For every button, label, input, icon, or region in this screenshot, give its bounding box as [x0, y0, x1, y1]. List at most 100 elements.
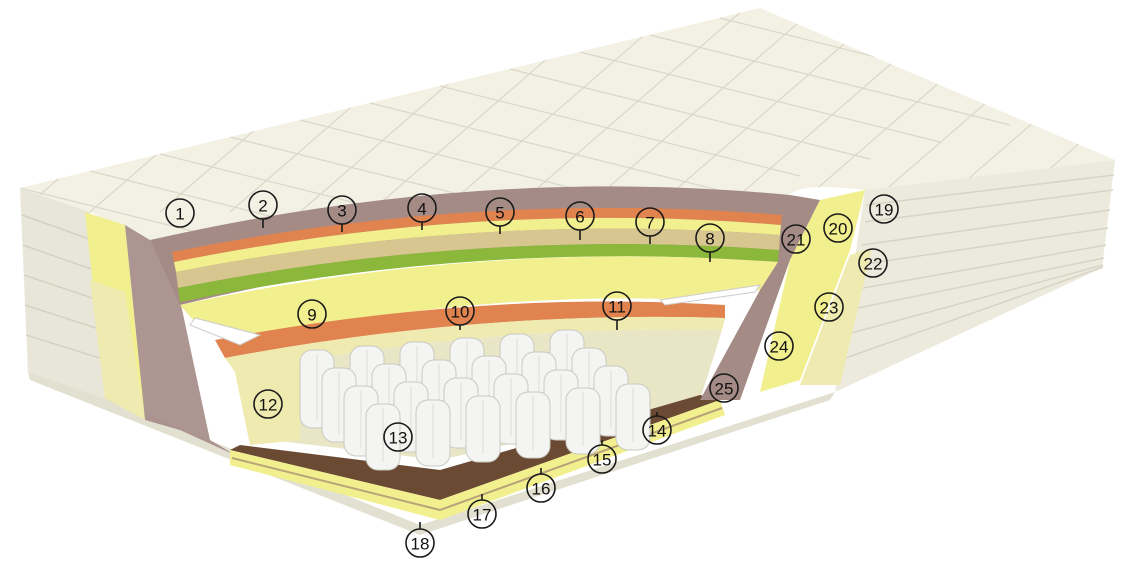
pocket-spring — [515, 391, 551, 459]
pocket-spring — [365, 403, 401, 471]
right-edge-pale — [800, 248, 872, 385]
callout-circle — [823, 213, 853, 243]
right-edge-yellow — [760, 190, 865, 392]
callout-circle — [764, 331, 794, 361]
callout-circle — [858, 248, 888, 278]
upper-layer-yellow — [174, 217, 781, 272]
middle-orange-layer — [215, 301, 725, 358]
mattress-top-surface — [20, 8, 1115, 240]
callout-number: 14 — [648, 422, 667, 441]
callout-number: 13 — [389, 429, 408, 448]
middle-foam-layer — [180, 256, 778, 340]
callout-13: 13 — [383, 422, 413, 452]
callout-11: 11 — [602, 291, 632, 330]
pocket-spring — [565, 387, 601, 455]
callout-circle — [445, 296, 475, 326]
callout-number: 2 — [258, 197, 267, 216]
upper-layer-green — [178, 244, 779, 302]
topper-left-lip — [189, 317, 262, 346]
callout-25: 25 — [709, 373, 739, 403]
callout-circle — [248, 190, 278, 220]
callout-circle — [467, 499, 497, 529]
callout-circle — [781, 224, 811, 254]
callout-circle — [407, 193, 437, 223]
callout-circle — [814, 292, 844, 322]
callout-number: 12 — [259, 396, 278, 415]
callout-number: 5 — [495, 204, 504, 223]
callout-circle — [565, 201, 595, 231]
bottom-stripe — [231, 457, 441, 511]
callout-number: 25 — [715, 380, 734, 399]
callout-circle — [695, 223, 725, 253]
pocket-spring — [415, 399, 451, 467]
right-edge-coir — [700, 195, 820, 400]
mattress-left-side — [20, 188, 110, 400]
pocket-springs — [299, 329, 651, 471]
callout-number: 8 — [705, 230, 714, 249]
callout-circle — [642, 415, 672, 445]
upper-layer-latex — [176, 228, 780, 288]
pocket-spring — [615, 383, 651, 451]
callout-22: 22 — [858, 248, 888, 278]
callout-circle — [297, 299, 327, 329]
pocket-spring — [465, 395, 501, 463]
callout-circle — [869, 194, 899, 224]
callout-9: 9 — [297, 299, 327, 329]
callout-8: 8 — [695, 223, 725, 262]
callout-number: 4 — [417, 200, 426, 219]
callout-10: 10 — [445, 296, 475, 330]
callout-number: 15 — [593, 451, 612, 470]
callout-6: 6 — [565, 201, 595, 240]
callout-18: 18 — [405, 522, 435, 558]
callout-number: 23 — [820, 299, 839, 318]
callout-number: 16 — [532, 480, 551, 499]
left-edge-pale — [90, 280, 145, 420]
callout-15: 15 — [587, 440, 617, 474]
middle-yellow-layer — [225, 316, 725, 372]
left-edge-coir — [125, 225, 235, 455]
callout-circle — [485, 197, 515, 227]
callout-3: 3 — [327, 195, 357, 232]
callout-21: 21 — [781, 224, 811, 254]
callout-number: 11 — [608, 298, 626, 317]
callout-2: 2 — [248, 190, 278, 228]
callout-23: 23 — [814, 292, 844, 322]
callout-24: 24 — [764, 331, 794, 361]
bottom-stripe — [439, 407, 723, 511]
callout-circle — [602, 291, 632, 321]
callout-19: 19 — [869, 194, 899, 224]
callout-7: 7 — [635, 207, 665, 244]
callout-number: 1 — [175, 205, 184, 224]
callout-4: 4 — [407, 193, 437, 230]
callout-circle — [405, 528, 435, 558]
mattress-right-side — [835, 160, 1115, 392]
callout-circle — [587, 444, 617, 474]
callout-number: 10 — [451, 303, 470, 322]
callout-1: 1 — [165, 198, 195, 228]
callout-number: 6 — [575, 208, 584, 227]
callout-circle — [165, 198, 195, 228]
side-foam-block — [235, 360, 300, 445]
left-side-stripes — [21, 214, 107, 361]
callout-number: 21 — [787, 231, 806, 250]
right-side-stripes — [839, 174, 1115, 361]
callout-number: 18 — [411, 535, 430, 554]
callout-number: 22 — [864, 255, 883, 274]
upper-layer-orange — [172, 207, 782, 262]
callout-12: 12 — [253, 389, 283, 419]
callout-number: 19 — [875, 201, 894, 220]
base-board — [230, 395, 720, 500]
callout-number: 3 — [337, 202, 346, 221]
callout-circle — [635, 207, 665, 237]
callout-circle — [383, 422, 413, 452]
callout-number: 9 — [307, 306, 316, 325]
callout-circle — [526, 473, 556, 503]
callout-circle — [327, 195, 357, 225]
callout-number: 7 — [645, 214, 654, 233]
callout-17: 17 — [467, 494, 497, 529]
callout-number: 24 — [770, 338, 789, 357]
callout-16: 16 — [526, 468, 556, 503]
callout-14: 14 — [642, 412, 672, 445]
